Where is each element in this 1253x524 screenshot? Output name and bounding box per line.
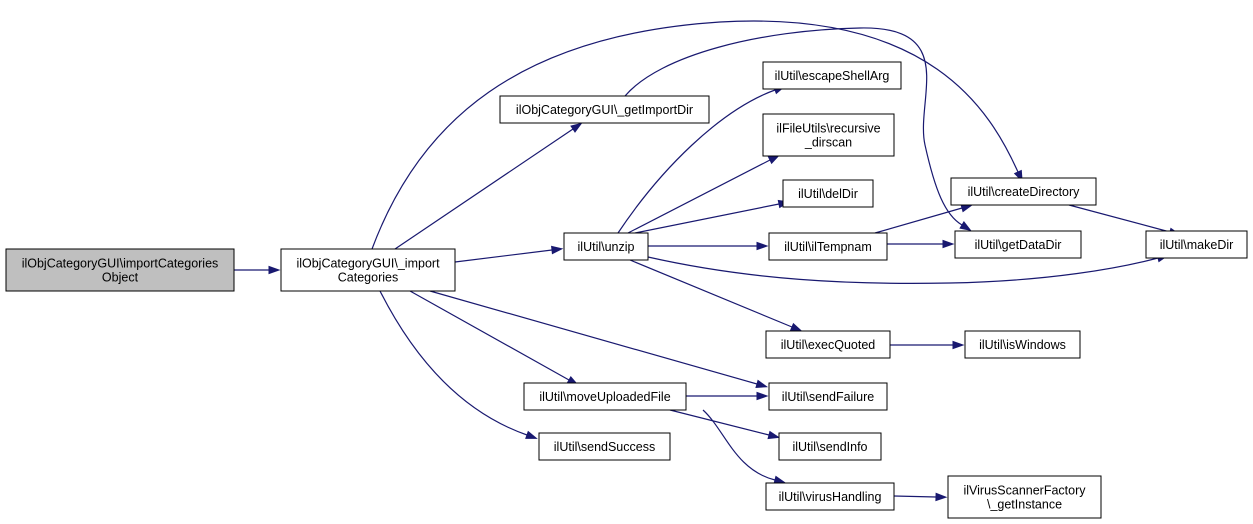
edge-move-uploaded-file-to-send-info xyxy=(669,409,770,436)
node-label: ilUtil\sendFailure xyxy=(782,390,874,404)
edge-import-categories-to-send-success xyxy=(379,290,528,436)
edge-move-uploaded-file-to-send-info-arrowhead xyxy=(767,430,781,440)
node-box xyxy=(765,330,891,359)
edge-virus-handling-to-virus-scanner-get-instance xyxy=(893,495,937,498)
edge-import-categories-to-move-uploaded-file xyxy=(409,290,570,381)
edge-unzip-to-recursive-dirscan-arrowhead xyxy=(767,154,781,165)
edge-il-tempnam-to-create-directory-arrowhead xyxy=(960,203,974,213)
edge-import-categories-to-send-failure xyxy=(429,290,758,385)
node-label: ilVirusScannerFactory xyxy=(963,484,1086,498)
node-label: ilObjCategoryGUI\_getImportDir xyxy=(516,103,693,117)
node-box xyxy=(768,232,888,261)
node-box xyxy=(762,113,895,157)
node-label: ilObjCategoryGUI\importCategories xyxy=(22,257,219,271)
node-label: Object xyxy=(102,271,139,285)
node-send-failure[interactable]: ilUtil\sendFailure xyxy=(768,382,888,411)
node-escape-shell-arg[interactable]: ilUtil\escapeShellArg xyxy=(762,61,902,90)
edge-import-categories-to-get-import-dir xyxy=(394,128,574,250)
node-is-windows[interactable]: ilUtil\isWindows xyxy=(964,330,1081,359)
edge-move-uploaded-file-to-virus-handling xyxy=(702,409,776,481)
edge-get-import-dir-to-get-data-dir-arrowhead xyxy=(959,221,972,232)
node-label: _dirscan xyxy=(804,136,852,150)
node-import-categories[interactable]: ilObjCategoryGUI\_importCategories xyxy=(280,248,456,292)
node-virus-handling[interactable]: ilUtil\virusHandling xyxy=(765,482,895,511)
node-label: ilUtil\sendInfo xyxy=(792,440,867,454)
edge-import-categories-to-send-success-arrowhead xyxy=(525,430,538,439)
node-box xyxy=(778,432,882,461)
node-label: ilObjCategoryGUI\_import xyxy=(296,257,440,271)
edge-unzip-to-del-dir xyxy=(634,203,780,234)
edge-import-categories-to-get-import-dir-arrowhead xyxy=(570,122,583,133)
node-box xyxy=(954,230,1082,259)
node-box xyxy=(765,482,895,511)
node-label: ilUtil\getDataDir xyxy=(975,238,1062,252)
node-get-import-dir[interactable]: ilObjCategoryGUI\_getImportDir xyxy=(499,95,710,124)
edge-import-categories-object-to-import-categories-arrowhead xyxy=(268,265,281,275)
edge-il-tempnam-to-create-directory xyxy=(874,207,963,234)
node-exec-quoted[interactable]: ilUtil\execQuoted xyxy=(765,330,891,359)
node-box xyxy=(280,248,456,292)
edge-move-uploaded-file-to-send-failure-arrowhead xyxy=(756,391,769,401)
node-virus-scanner-get-instance[interactable]: ilVirusScannerFactory\_getInstance xyxy=(947,475,1102,519)
node-box xyxy=(950,177,1097,206)
node-get-data-dir[interactable]: ilUtil\getDataDir xyxy=(954,230,1082,259)
node-unzip[interactable]: ilUtil\unzip xyxy=(563,232,649,261)
node-box xyxy=(563,232,649,261)
node-box xyxy=(538,432,671,461)
edge-unzip-to-recursive-dirscan xyxy=(627,159,771,234)
node-label: ilUtil\makeDir xyxy=(1160,238,1234,252)
node-label: ilUtil\createDirectory xyxy=(968,185,1081,199)
edge-import-categories-to-unzip-arrowhead xyxy=(551,245,564,255)
node-label: ilUtil\isWindows xyxy=(979,338,1066,352)
node-box xyxy=(523,382,687,411)
node-box xyxy=(768,382,888,411)
node-del-dir[interactable]: ilUtil\delDir xyxy=(782,179,874,208)
node-label: ilFileUtils\recursive xyxy=(776,122,880,136)
node-label: Categories xyxy=(338,271,398,285)
node-label: ilUtil\unzip xyxy=(578,240,635,254)
node-box xyxy=(5,248,235,292)
node-send-info[interactable]: ilUtil\sendInfo xyxy=(778,432,882,461)
edge-get-import-dir-to-get-data-dir xyxy=(624,27,963,226)
node-box xyxy=(947,475,1102,519)
node-label: ilUtil\sendSuccess xyxy=(554,440,655,454)
nodes-layer: ilObjCategoryGUI\importCategoriesObjecti… xyxy=(5,61,1248,519)
node-label: ilUtil\delDir xyxy=(798,187,858,201)
edge-exec-quoted-to-is-windows-arrowhead xyxy=(952,340,965,350)
edge-unzip-to-exec-quoted-arrowhead xyxy=(789,322,803,332)
edge-import-categories-to-create-directory xyxy=(371,20,1019,250)
edge-unzip-to-make-dir xyxy=(647,256,1159,284)
edge-import-categories-to-send-failure-arrowhead xyxy=(755,379,769,389)
node-label: ilUtil\ilTempnam xyxy=(784,240,872,254)
edge-move-uploaded-file-to-virus-handling-arrowhead xyxy=(773,475,787,485)
node-il-tempnam[interactable]: ilUtil\ilTempnam xyxy=(768,232,888,261)
node-box xyxy=(782,179,874,208)
edge-import-categories-to-unzip xyxy=(454,249,553,263)
node-label: \_getInstance xyxy=(987,498,1062,512)
node-label: ilUtil\execQuoted xyxy=(781,338,876,352)
node-recursive-dirscan[interactable]: ilFileUtils\recursive_dirscan xyxy=(762,113,895,157)
node-move-uploaded-file[interactable]: ilUtil\moveUploadedFile xyxy=(523,382,687,411)
node-box xyxy=(499,95,710,124)
edge-unzip-to-exec-quoted xyxy=(629,259,793,328)
node-send-success[interactable]: ilUtil\sendSuccess xyxy=(538,432,671,461)
edge-unzip-to-escape-shell-arg xyxy=(617,89,776,234)
node-create-directory[interactable]: ilUtil\createDirectory xyxy=(950,177,1097,206)
node-box xyxy=(762,61,902,90)
node-box xyxy=(1145,230,1248,259)
node-box xyxy=(964,330,1081,359)
node-make-dir[interactable]: ilUtil\makeDir xyxy=(1145,230,1248,259)
node-label: ilUtil\escapeShellArg xyxy=(775,69,890,83)
edge-unzip-to-il-tempnam-arrowhead xyxy=(756,241,769,251)
node-label: ilUtil\virusHandling xyxy=(779,490,882,504)
edge-create-directory-to-make-dir xyxy=(1068,204,1171,233)
edge-il-tempnam-to-get-data-dir-arrowhead xyxy=(942,239,955,249)
node-label: ilUtil\moveUploadedFile xyxy=(539,390,670,404)
edge-virus-handling-to-virus-scanner-get-instance-arrowhead xyxy=(935,492,948,502)
